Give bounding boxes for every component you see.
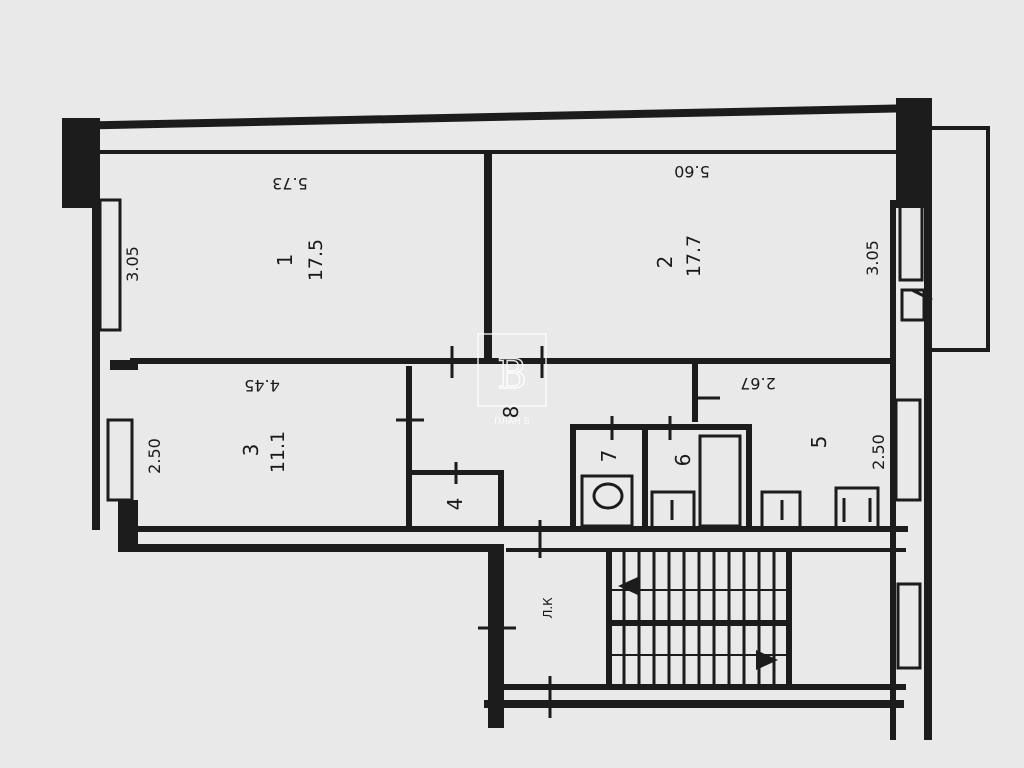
right-inner-wall <box>890 200 896 740</box>
balcony-bottom <box>930 348 990 352</box>
closet-top-wall <box>412 470 504 475</box>
room7-number: 7 <box>597 450 621 463</box>
door-tick <box>911 288 933 302</box>
balcony-side <box>986 126 990 352</box>
sink-icon <box>650 490 696 530</box>
window-room1 <box>98 198 122 332</box>
window-room2 <box>898 174 924 282</box>
room2-width: 5.60 <box>674 162 710 181</box>
room1-height: 3.05 <box>123 246 142 282</box>
watermark-frame <box>477 333 547 407</box>
room3-width: 4.45 <box>244 376 280 395</box>
room1-width: 5.73 <box>272 174 308 193</box>
room5-number: 5 <box>807 436 831 449</box>
stove-icon <box>834 486 880 530</box>
bath-right-wall <box>746 424 752 530</box>
fixtures <box>580 434 880 530</box>
right-wall <box>924 200 932 740</box>
window-room3 <box>106 418 134 502</box>
top-inner-wall <box>98 150 898 154</box>
arrow-left-icon <box>618 576 640 596</box>
bath-block-top <box>570 424 752 430</box>
window-left-top <box>70 118 100 208</box>
room5-width: 2.67 <box>740 374 776 393</box>
stair-arrows <box>618 576 778 670</box>
windows <box>70 118 926 670</box>
toilet-outline <box>580 474 634 528</box>
kitchen-left-wall <box>692 364 698 422</box>
door-marks <box>396 288 933 718</box>
stair-right-edge <box>786 548 792 688</box>
room4-number: 4 <box>443 498 467 511</box>
wall-room1-room2 <box>484 150 492 360</box>
bathtub-icon <box>698 434 742 528</box>
kitchen-sink-icon <box>760 490 802 530</box>
top-outer-wall <box>62 103 932 130</box>
wall-below-rooms-1-2 <box>130 358 890 364</box>
room1-area: 17.5 <box>305 239 327 281</box>
stairwell-top <box>506 548 906 552</box>
watermark-letter: B <box>497 352 526 398</box>
landing-label: Л.К <box>541 597 555 619</box>
window-stairwell <box>896 582 922 670</box>
wall-room3-room8 <box>406 366 412 528</box>
room5-height: 2.50 <box>869 434 888 470</box>
room2-number: 2 <box>653 256 677 269</box>
left-wall-corner <box>118 500 138 552</box>
room3-area: 11.1 <box>267 431 289 473</box>
stairwell-left-wall <box>488 544 504 728</box>
room1-number: 1 <box>273 254 297 267</box>
left-wall-segment <box>62 118 100 208</box>
watermark-logo: B ПЛАН Б <box>477 333 547 427</box>
left-wall <box>92 200 100 530</box>
watermark-text: ПЛАН Б <box>494 417 530 427</box>
wc-left-wall <box>570 424 576 530</box>
closet-right-wall <box>498 470 504 530</box>
balcony-top <box>930 126 990 130</box>
window-kitchen <box>894 398 922 502</box>
stairwell-bottom-wall <box>484 700 904 708</box>
room2-height: 3.05 <box>863 240 882 276</box>
arrow-right-icon <box>756 650 778 670</box>
room-labels: 5.73 3.05 1 17.5 5.60 3.05 2 17.7 4.45 2… <box>123 162 888 619</box>
bottom-outer-wall <box>118 544 498 552</box>
right-wall-segment <box>896 98 932 208</box>
room3-height: 2.50 <box>145 438 164 474</box>
wall-above-stairs <box>138 526 908 532</box>
room3-number: 3 <box>239 444 263 457</box>
stair-left-edge <box>606 548 612 688</box>
room6-number: 6 <box>671 454 695 467</box>
toilet-bowl-icon <box>592 482 624 510</box>
wc-bath-divider <box>642 424 648 530</box>
room8-number: 8 <box>499 406 523 419</box>
walls <box>62 98 990 740</box>
left-wall-pier <box>110 360 138 370</box>
room2-area: 17.7 <box>683 235 705 277</box>
